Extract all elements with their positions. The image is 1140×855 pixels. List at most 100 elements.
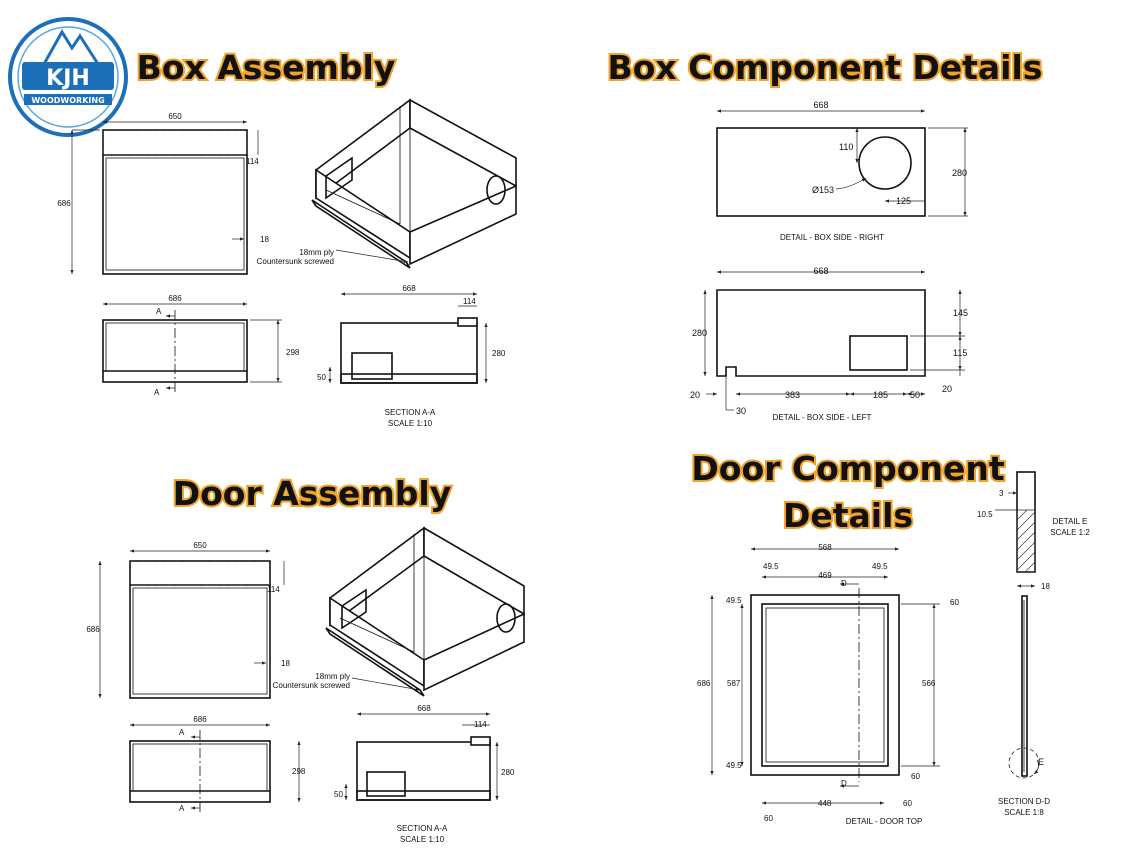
dim-e-b: 10.5	[977, 510, 993, 519]
dim-e-c: 18	[1041, 582, 1050, 591]
dim-section-top: 114	[463, 297, 476, 306]
detail-e-marker: E	[1038, 757, 1044, 767]
dim-left-span-b: 185	[873, 390, 888, 400]
dim-left-height: 280	[692, 328, 707, 338]
door-dim-front-height: 686	[86, 625, 100, 634]
dim-right-width: 668	[813, 100, 828, 110]
dim-left-span-a: 383	[785, 390, 800, 400]
dim-plan-depth: 298	[286, 348, 300, 357]
door-dim-section-foot: 50	[334, 790, 343, 799]
hatching	[1016, 509, 1036, 573]
door-dim-section-length: 668	[417, 704, 431, 713]
dim-top-inset: 114	[246, 157, 259, 166]
dim-bottom-left: 60	[764, 814, 773, 823]
dim-right-top: 60	[950, 598, 959, 607]
door-front-view: 650 686 114 18	[86, 541, 290, 699]
dim-right-height: 566	[922, 679, 936, 688]
section-marker-top: A	[156, 307, 162, 316]
dim-front-width: 650	[168, 112, 182, 121]
door-iso-note-line1: 18mm ply	[315, 672, 350, 681]
detail-e-caption: DETAIL E	[1053, 517, 1088, 526]
section-d-marker-bottom: D	[841, 779, 847, 788]
door-side-hole	[496, 603, 516, 633]
box-iso-view: 18mm ply Countersunk screwed	[257, 98, 517, 269]
kjh-logo: KJH WOODWORKING	[8, 17, 128, 137]
box-front-view: 650 686 114 18	[57, 112, 269, 275]
section-scale: SCALE 1:10	[388, 419, 433, 428]
dim-plan-width: 686	[168, 294, 182, 303]
door-dim-side-thickness: 18	[281, 659, 290, 668]
dim-section-foot: 50	[317, 373, 326, 382]
section-dd-caption: SECTION D-D	[998, 797, 1050, 806]
dim-section-height: 280	[492, 349, 506, 358]
box-side-hole	[486, 175, 506, 205]
dim-margin-top: 49.5	[726, 596, 742, 605]
door-assembly: 650 686 114 18 18mm ply Countersunk scre…	[86, 526, 525, 844]
door-section-aa: 668 114 280 50 SECTION A-A SCALE 1:10	[334, 704, 515, 844]
door-top-caption: DETAIL - DOOR TOP	[846, 817, 923, 826]
detail-e: 3 10.5 18 DETAIL E SCALE 1:2	[977, 471, 1090, 591]
dim-hole-offset: 110	[839, 142, 853, 152]
dim-left-notch: 30	[736, 406, 746, 416]
side-hole	[858, 136, 912, 190]
section-marker-bottom: A	[154, 388, 160, 397]
left-caption: DETAIL - BOX SIDE - LEFT	[773, 413, 872, 422]
door-dim-plan-width: 686	[193, 715, 207, 724]
door-dim-section-height: 280	[501, 768, 515, 777]
dim-hole-diameter: Ø153	[812, 185, 834, 195]
detail-e-scale: SCALE 1:2	[1050, 528, 1090, 537]
right-caption: DETAIL - BOX SIDE - RIGHT	[780, 233, 884, 242]
section-caption: SECTION A-A	[385, 408, 436, 417]
left-cutout	[849, 335, 908, 371]
dim-e-a: 3	[999, 489, 1004, 498]
dim-left-foot: 20	[690, 390, 700, 400]
iso-note-line2: Countersunk screwed	[257, 257, 334, 266]
dim-hole-edge: 125	[896, 196, 911, 206]
door-section-caption: SECTION A-A	[397, 824, 448, 833]
door-iso-view: 18mm ply Countersunk screwed	[273, 526, 525, 697]
dim-left-cutout-height: 115	[953, 348, 967, 358]
section-dd: E SECTION D-D SCALE 1:8	[998, 595, 1050, 817]
dim-left-top-gap: 145	[953, 308, 968, 318]
dim-right-bottom: 60	[911, 772, 920, 781]
door-dim-plan-depth: 298	[292, 767, 306, 776]
dim-bottom-right: 60	[903, 799, 912, 808]
dim-side-thickness: 18	[260, 235, 269, 244]
box-side-left-detail: 668 280 145 115 20 20 383 185 50 30 DETA…	[690, 266, 968, 422]
logo-monogram: KJH	[46, 66, 90, 91]
title-box-component-details: Box Component Details	[608, 48, 1043, 87]
dim-inner-width: 469	[818, 571, 832, 580]
door-dim-section-top: 114	[474, 720, 487, 729]
box-plan-view: A A 686 298	[102, 294, 300, 397]
door-dim-front-width: 650	[193, 541, 207, 550]
box-assembly: 650 686 114 18 18mm ply Countersunk scre…	[57, 98, 517, 428]
dim-inner-height: 587	[727, 679, 741, 688]
dim-margin-right: 49.5	[872, 562, 888, 571]
dim-section-length: 668	[402, 284, 416, 293]
dim-margin-bottom: 49.5	[726, 761, 742, 770]
dim-outer-height: 686	[697, 679, 711, 688]
door-dim-top-inset: 114	[267, 585, 280, 594]
box-cable-cutout	[325, 156, 353, 200]
title-door-assembly: Door Assembly	[173, 474, 452, 513]
title-box-assembly: Box Assembly	[137, 48, 396, 87]
dim-bottom-width: 448	[818, 799, 832, 808]
door-iso-note-line2: Countersunk screwed	[273, 681, 350, 690]
iso-note-line1: 18mm ply	[299, 248, 334, 257]
door-section-marker-top: A	[179, 728, 185, 737]
title-door-component-line2: Details	[783, 496, 913, 535]
mountain-logo-icon	[42, 29, 100, 65]
door-cable-cutout	[341, 588, 367, 630]
dim-left-bottom-gap: 20	[942, 384, 952, 394]
box-section-aa: 668 114 280 50 SECTION A-A SCALE 1:10	[317, 284, 506, 428]
section-dd-scale: SCALE 1:8	[1004, 808, 1044, 817]
dim-margin-left: 49.5	[763, 562, 779, 571]
section-d-marker-top: D	[841, 579, 847, 588]
dim-left-width: 668	[813, 266, 828, 276]
dim-left-span-c: 50	[910, 390, 920, 400]
title-door-component-line1: Door Component	[691, 449, 1004, 488]
door-section-marker-bottom: A	[179, 804, 185, 813]
dim-right-height: 280	[952, 168, 967, 178]
logo-subtitle: WOODWORKING	[31, 96, 104, 105]
